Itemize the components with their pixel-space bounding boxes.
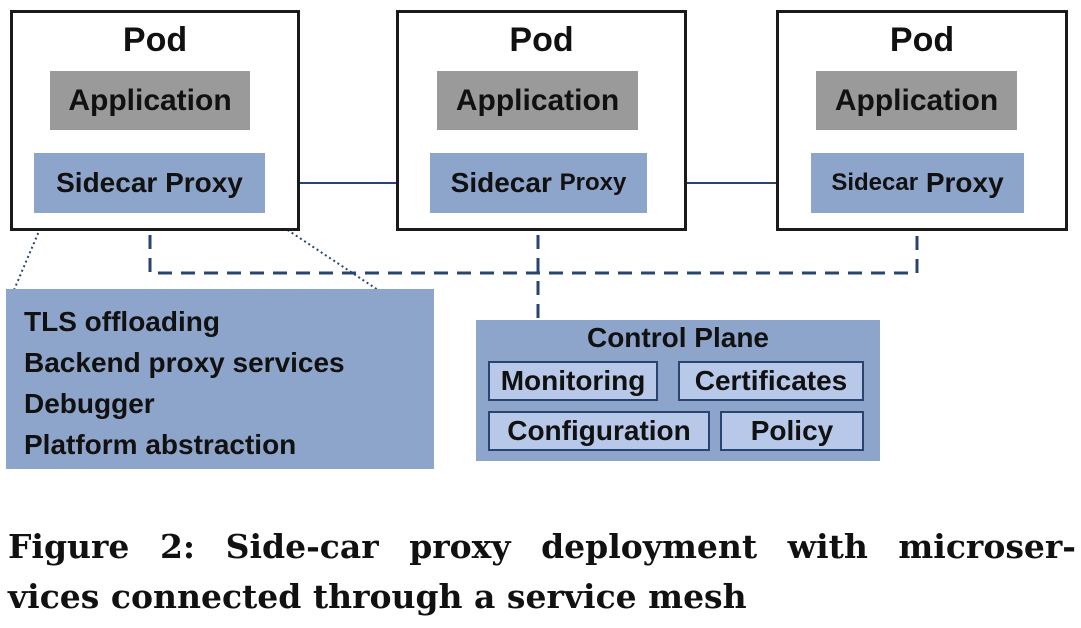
feature-item: Backend proxy services: [24, 347, 345, 378]
figure-caption: Figure 2: Side-car proxy deployment with…: [8, 522, 1076, 622]
proxy-label-b: Proxy: [925, 167, 1004, 198]
proxy-label-a: Sidecar: [450, 167, 552, 198]
feature-item: Platform abstraction: [24, 429, 297, 460]
application-box-2: Application: [437, 71, 638, 130]
proxy-label-a: Sidecar: [56, 167, 158, 198]
sidecar-proxy-box-2: Sidecar Proxy: [430, 153, 647, 213]
feature-item: TLS offloading: [24, 306, 220, 337]
control-item-certificates: Certificates: [678, 361, 864, 401]
control-plane-title: Control Plane: [586, 322, 769, 353]
caption-line-2: vices connected through a service mesh: [8, 577, 747, 616]
caption-line-1: Figure 2: Side-car proxy deployment with…: [8, 527, 1076, 566]
pod-title: Pod: [122, 21, 188, 59]
proxy-label-a: Sidecar: [831, 169, 919, 196]
control-item-monitoring: Monitoring: [488, 361, 658, 401]
pod-title: Pod: [509, 21, 574, 59]
feature-item: Debugger: [24, 388, 155, 419]
control-item-configuration: Configuration: [488, 411, 710, 451]
control-dashed-bus: [148, 212, 919, 275]
control-item-policy: Policy: [720, 411, 864, 451]
proxy-label-b: Proxy: [559, 169, 627, 196]
sidecar-proxy-box-1: Sidecar Proxy: [34, 153, 265, 213]
proxy-label-b: Proxy: [165, 167, 243, 198]
proxy-features-panel: TLS offloading Backend proxy services De…: [6, 289, 434, 469]
sidecar-proxy-box-3: Sidecar Proxy: [811, 153, 1024, 213]
application-box-3: Application: [816, 71, 1017, 130]
application-box-1: Application: [50, 71, 250, 130]
pod-title: Pod: [889, 21, 955, 59]
